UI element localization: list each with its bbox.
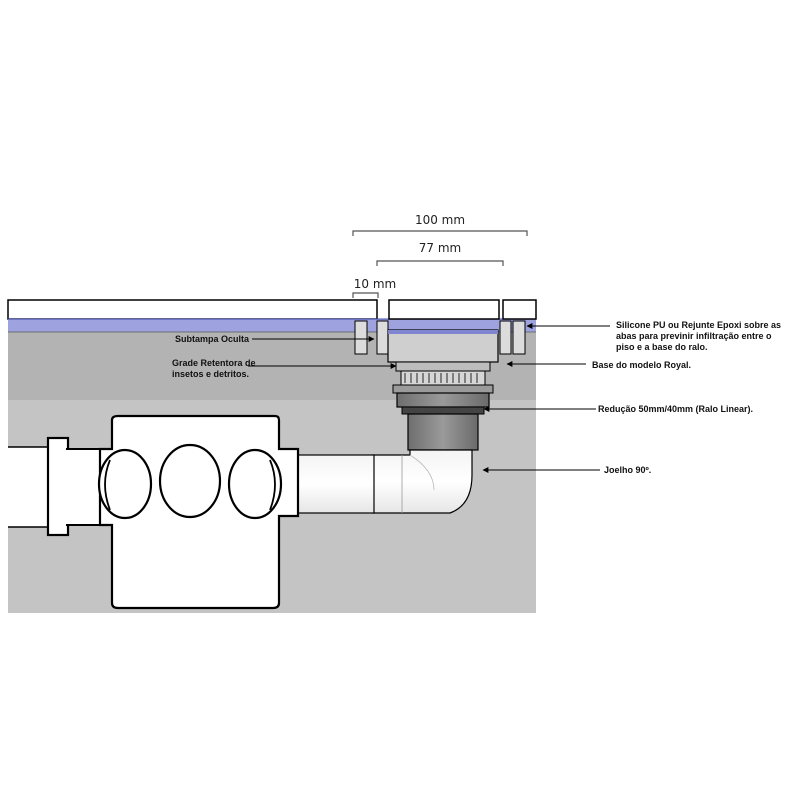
- grade-retentora: [392, 361, 494, 394]
- reducao-fitting: [396, 392, 490, 451]
- dimension-label-100: 100 mm: [415, 213, 465, 227]
- label-subtampa: Subtampa Oculta: [175, 334, 250, 344]
- label-silicone-line2: abas para previnir infiltração entre o: [616, 331, 772, 341]
- tile-right: [502, 299, 537, 320]
- label-silicone-line3: piso e a base do ralo.: [616, 342, 708, 352]
- tile-left: [7, 299, 378, 320]
- drain-base: [354, 320, 526, 363]
- box-openings: [97, 443, 283, 520]
- joelho-elbow: [371, 449, 473, 514]
- inlet-pipe: [8, 447, 53, 527]
- label-grade-line2: insetos e detritos.: [172, 369, 249, 379]
- dimension-label-10: 10 mm: [354, 277, 396, 291]
- label-grade-line1: Grade Retentora de: [172, 358, 256, 368]
- label-base: Base do modelo Royal.: [592, 360, 691, 370]
- label-reducao: Redução 50mm/40mm (Ralo Linear).: [598, 404, 753, 414]
- tile-center: [388, 299, 500, 320]
- pipe-coupling: [46, 436, 70, 537]
- dimension-label-77: 77 mm: [419, 241, 461, 255]
- label-joelho: Joelho 90º.: [604, 465, 651, 475]
- dimension-10mm: 10 mm: [352, 277, 396, 298]
- dimension-77mm: 77 mm: [376, 241, 504, 266]
- dimension-100mm: 100 mm: [352, 213, 528, 236]
- label-silicone-line1: Silicone PU ou Rejunte Epoxi sobre as: [616, 320, 781, 330]
- sealant-band: [8, 319, 536, 332]
